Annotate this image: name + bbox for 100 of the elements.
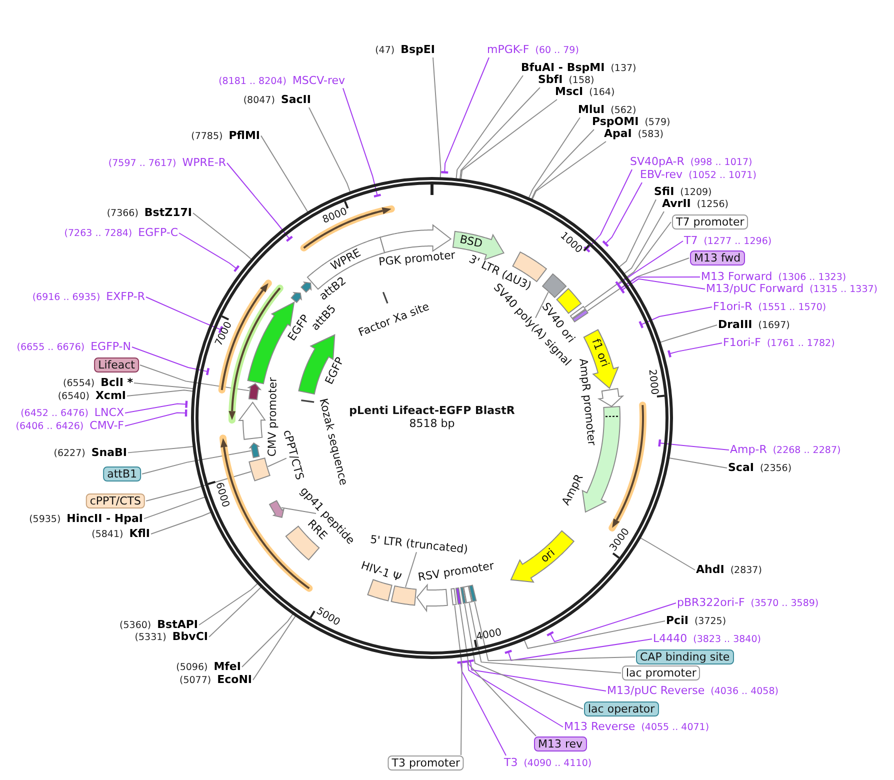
directional-feature <box>247 382 262 402</box>
restriction-site-label: (5841) KflI <box>92 527 150 541</box>
leader-line <box>531 129 594 200</box>
leader-line <box>660 324 718 343</box>
leader-line <box>192 212 252 260</box>
feature-label: BSD <box>458 234 484 251</box>
restriction-site-label: (5360) BstAPI <box>120 618 198 632</box>
leader-line <box>308 107 351 192</box>
leader-line <box>242 614 294 668</box>
primer-label: M13/pUC Reverse (4036 .. 4058) <box>607 684 778 698</box>
leader-line <box>640 537 696 570</box>
feature-segment <box>449 587 458 607</box>
restriction-site-label: ApaI (583) <box>604 127 664 141</box>
plasmid-name: pLenti Lifeact-EGFP BlastR <box>349 405 515 417</box>
primer-label: SV40pA-R (998 .. 1017) <box>630 155 752 169</box>
feature-label: EGFP <box>323 355 347 386</box>
primer-label: Amp-R (2268 .. 2287) <box>730 443 841 457</box>
primer-label: (6655 .. 6676) EGFP-N <box>16 340 131 354</box>
restriction-site-label: (6540) XcmI <box>58 389 126 403</box>
scale-label: 2000 <box>646 368 660 396</box>
restriction-site-label: (5096) MfeI <box>176 660 241 674</box>
feature-tag: cPPT/CTS <box>86 494 145 508</box>
leader-line <box>615 240 684 289</box>
primer-label: M13/pUC Forward (1315 .. 1337) <box>706 282 878 296</box>
primer-label: (6916 .. 6935) EXFP-R <box>32 290 145 304</box>
feature-segment <box>459 585 468 605</box>
leader-line <box>584 222 672 308</box>
feature-tag: lac operator <box>584 702 659 716</box>
primer-label: T7 (1277 .. 1296) <box>684 234 772 248</box>
feature-label: CMV promoter <box>266 376 280 456</box>
restriction-site-label: (6227) SnaBI <box>54 446 127 460</box>
leader-line <box>252 616 296 680</box>
leader-line <box>618 199 656 268</box>
directional-feature <box>299 280 313 294</box>
primer-label: (7263 .. 7284) EGFP-C <box>64 226 178 240</box>
primer-label: M13 Forward (1306 .. 1323) <box>701 270 846 284</box>
primer-label: mPGK-F (60 .. 79) <box>487 43 579 57</box>
feature-segment <box>247 456 272 483</box>
feature-tag: T3 promoter <box>388 756 464 770</box>
restriction-site-label: DraIII (1697) <box>718 318 790 332</box>
feature-label: PGK promoter <box>378 249 456 268</box>
scale-label: 4000 <box>475 626 503 642</box>
leader-line <box>454 604 462 756</box>
restriction-site-label: BfuAI - BspMI (137) <box>521 61 636 75</box>
leader-line <box>464 603 584 710</box>
feature-segment <box>366 578 394 603</box>
primer-label: F1ori-R (1551 .. 1570) <box>713 300 826 314</box>
restriction-site-label: (8047) SacII <box>243 93 311 107</box>
leader-line <box>504 638 652 661</box>
feature-tag: CAP binding site <box>636 650 734 664</box>
restriction-site-label: MluI (562) <box>578 103 636 117</box>
leader-line <box>178 232 240 272</box>
site-mark <box>299 398 316 404</box>
leader-line <box>638 306 712 329</box>
leader-line <box>456 660 506 756</box>
directional-feature <box>509 529 576 584</box>
restriction-site-label: SfiI (1209) <box>654 185 712 199</box>
primer-label: F1ori-F (1761 .. 1782) <box>723 336 835 350</box>
leader-line <box>667 342 722 358</box>
leader-line <box>459 604 536 736</box>
leader-line <box>124 400 188 414</box>
leader-line <box>583 169 632 253</box>
leader-line <box>198 583 258 626</box>
feature-tag: attB1 <box>103 466 141 482</box>
directional-feature <box>597 387 625 408</box>
leader-line <box>624 211 664 274</box>
leader-line <box>142 450 252 474</box>
feature-tag: M13 fwd <box>690 250 745 266</box>
leader-line <box>618 278 706 294</box>
feature-label: ori <box>538 546 558 566</box>
leader-line <box>440 57 490 174</box>
feature-segment <box>541 272 568 299</box>
feature-tag: lac promoter <box>622 666 700 680</box>
restriction-site-label: (47) BspEI <box>375 43 435 57</box>
restriction-site-label: (6554) BclI * <box>63 376 133 390</box>
leader-line <box>128 446 194 454</box>
leader-line <box>150 512 212 534</box>
feature-segment <box>389 584 418 607</box>
restriction-site-label: (5077) EcoNI <box>180 673 252 687</box>
leader-line <box>528 117 580 198</box>
primer-label: T3 (4090 .. 4110) <box>504 756 592 770</box>
leader-line <box>432 57 442 178</box>
primer-label: M13 Reverse (4055 .. 4071) <box>564 720 710 734</box>
primer-label: EBV-rev (1052 .. 1071) <box>640 168 756 182</box>
restriction-site-label: (7366) BstZ17I <box>106 206 192 220</box>
leader-line <box>146 471 252 502</box>
feature-label: HIV-1 Ψ <box>359 559 402 584</box>
leader-line <box>132 346 210 376</box>
restriction-site-label: (5935) HincII - HpaI <box>29 512 143 526</box>
directional-feature <box>237 400 267 441</box>
leader-line <box>658 438 730 450</box>
plasmid-size: 8518 bp <box>409 418 455 430</box>
restriction-site-label: (7785) PflMI <box>191 128 260 143</box>
leader-line <box>460 99 558 180</box>
leader-line <box>602 182 642 248</box>
primer-label: (7597 .. 7617) WPRE-R <box>108 156 226 170</box>
feature-label: RSV promoter <box>417 560 495 584</box>
leader-line <box>668 457 728 468</box>
primer-label: L4440 (3823 .. 3840) <box>653 632 761 646</box>
directional-feature <box>248 441 261 460</box>
